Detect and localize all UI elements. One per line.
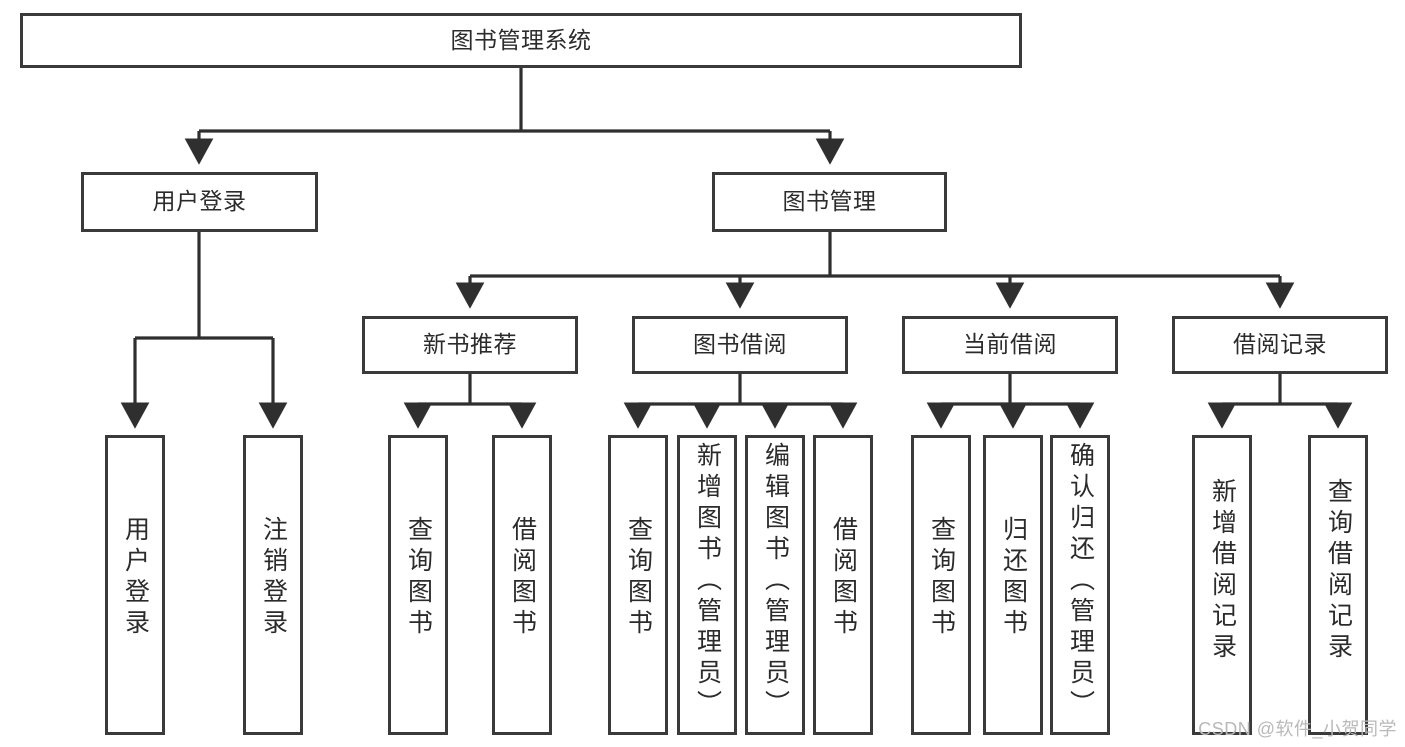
- leaf-confirm-return-admin[interactable]: 确认归还（管理员）: [1050, 435, 1110, 735]
- leaf-query-record[interactable]: 查询借阅记录: [1308, 435, 1368, 735]
- leaf-query-book-3[interactable]: 查询图书: [911, 435, 971, 735]
- leaf-logout-label: 注销登录: [259, 516, 288, 640]
- leaf-add-record-label: 新增借阅记录: [1208, 478, 1237, 664]
- leaf-borrow-book-1[interactable]: 借阅图书: [492, 435, 552, 735]
- leaf-return-book-label: 归还图书: [999, 516, 1028, 640]
- leaf-borrow-book-2-label: 借阅图书: [829, 516, 858, 640]
- leaf-borrow-book-1-label: 借阅图书: [508, 516, 537, 640]
- leaf-borrow-book-2[interactable]: 借阅图书: [813, 435, 873, 735]
- node-book-manage[interactable]: 图书管理: [712, 172, 947, 232]
- leaf-user-login[interactable]: 用户登录: [105, 435, 165, 735]
- leaf-query-book-1-label: 查询图书: [404, 516, 433, 640]
- node-current-borrow[interactable]: 当前借阅: [902, 316, 1118, 374]
- leaf-confirm-return-admin-label: 确认归还（管理员）: [1066, 442, 1095, 721]
- node-borrow-record[interactable]: 借阅记录: [1172, 316, 1388, 374]
- leaf-add-book-admin[interactable]: 新增图书（管理员）: [677, 435, 737, 735]
- node-book-borrow[interactable]: 图书借阅: [632, 316, 848, 374]
- leaf-return-book[interactable]: 归还图书: [983, 435, 1043, 735]
- leaf-query-record-label: 查询借阅记录: [1324, 478, 1353, 664]
- watermark: CSDN @软件_小贺同学: [1198, 719, 1397, 739]
- node-root-label: 图书管理系统: [450, 26, 592, 53]
- leaf-query-book-1[interactable]: 查询图书: [388, 435, 448, 735]
- node-borrow-record-label: 借阅记录: [1233, 331, 1327, 358]
- leaf-query-book-2[interactable]: 查询图书: [608, 435, 668, 735]
- leaf-user-login-label: 用户登录: [121, 516, 150, 640]
- leaf-query-book-3-label: 查询图书: [927, 516, 956, 640]
- leaf-edit-book-admin-label: 编辑图书（管理员）: [761, 442, 790, 721]
- node-new-book-recommend[interactable]: 新书推荐: [362, 316, 578, 374]
- leaf-query-book-2-label: 查询图书: [624, 516, 653, 640]
- node-book-manage-label: 图书管理: [782, 188, 877, 215]
- node-user-login-label: 用户登录: [152, 188, 247, 215]
- node-book-borrow-label: 图书借阅: [693, 331, 787, 358]
- leaf-add-book-admin-label: 新增图书（管理员）: [693, 442, 722, 721]
- node-new-book-recommend-label: 新书推荐: [423, 331, 517, 358]
- node-root[interactable]: 图书管理系统: [20, 13, 1022, 68]
- node-user-login[interactable]: 用户登录: [81, 172, 318, 232]
- leaf-add-record[interactable]: 新增借阅记录: [1192, 435, 1252, 735]
- leaf-edit-book-admin[interactable]: 编辑图书（管理员）: [745, 435, 805, 735]
- node-current-borrow-label: 当前借阅: [963, 331, 1057, 358]
- leaf-logout[interactable]: 注销登录: [243, 435, 303, 735]
